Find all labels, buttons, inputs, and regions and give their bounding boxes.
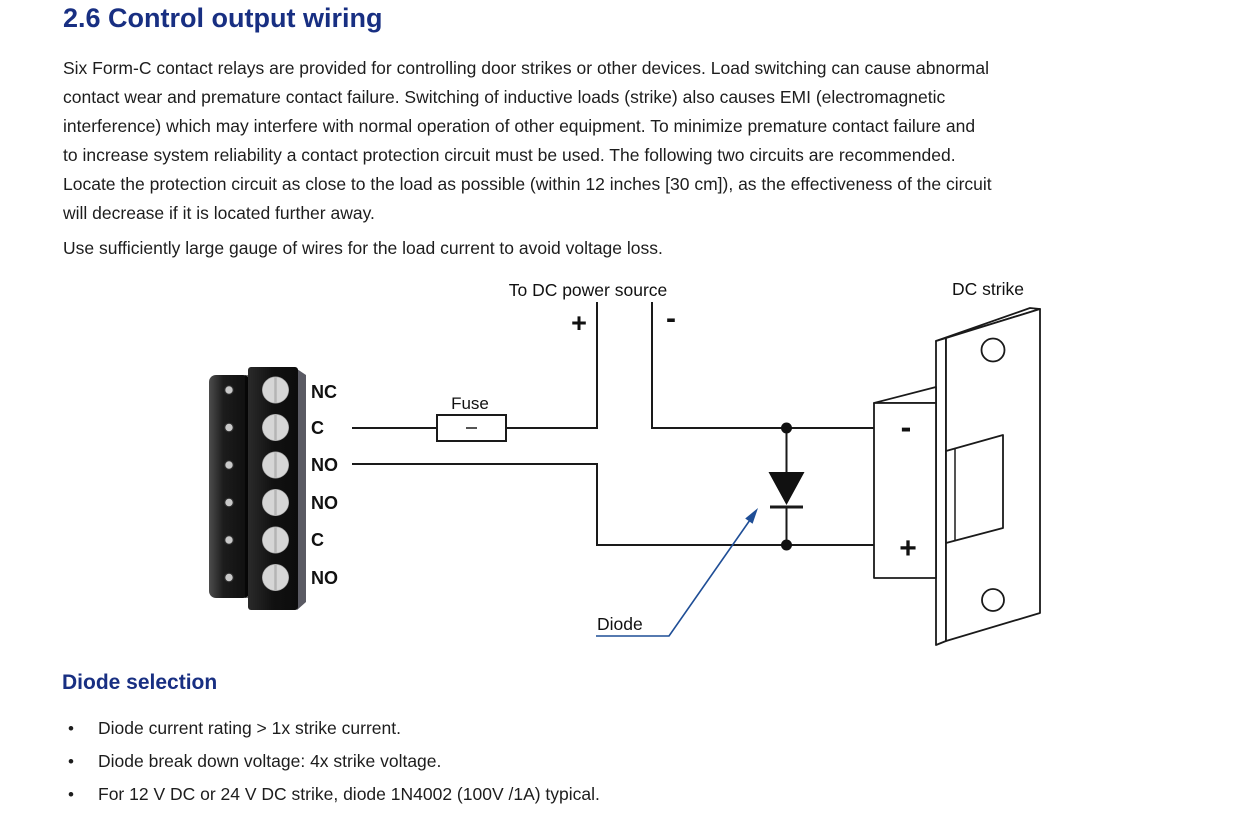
wire-entry-dot bbox=[224, 572, 234, 583]
fuse-label: Fuse bbox=[451, 394, 489, 413]
wire-entry-dot bbox=[224, 422, 234, 433]
terminal-label-c1: C bbox=[311, 418, 324, 438]
terminal-label-no2: NO bbox=[311, 493, 338, 513]
wire-gauge-note: Use sufficiently large gauge of wires fo… bbox=[63, 238, 663, 258]
diode-symbol bbox=[768, 422, 805, 551]
power-minus-symbol: - bbox=[666, 302, 676, 335]
wire-entry-dots bbox=[224, 385, 234, 583]
strike-screw-hole-top bbox=[980, 337, 1006, 363]
dc-strike: DC strike - + bbox=[873, 279, 1041, 646]
bullet-icon: • bbox=[68, 752, 74, 771]
wire-entry-dot bbox=[224, 460, 234, 470]
fuse: Fuse bbox=[436, 394, 507, 442]
strike-minus-symbol: - bbox=[901, 409, 912, 445]
wire-no-to-strike bbox=[352, 463, 878, 546]
diode-callout: Diode bbox=[596, 508, 758, 637]
list-item: • For 12 V DC or 24 V DC strike, diode 1… bbox=[63, 778, 1213, 811]
junction-dot-bottom bbox=[781, 539, 792, 551]
strike-plus-symbol: + bbox=[899, 532, 917, 565]
strike-plate-side bbox=[935, 337, 947, 646]
dc-strike-label: DC strike bbox=[952, 279, 1024, 299]
terminal-block: NC C NO NO C NO bbox=[209, 367, 338, 610]
power-plus-symbol: + bbox=[571, 308, 587, 338]
list-item-text: For 12 V DC or 24 V DC strike, diode 1N4… bbox=[98, 784, 600, 804]
intro-paragraph: Six Form-C contact relays are provided f… bbox=[63, 54, 1213, 228]
section-title: 2.6 Control output wiring bbox=[63, 3, 383, 33]
wire-minus-to-strike bbox=[651, 302, 878, 429]
terminal-block-side-face bbox=[297, 369, 306, 610]
intro-line: Locate the protection circuit as close t… bbox=[63, 174, 992, 194]
list-item-text: Diode current rating > 1x strike current… bbox=[98, 718, 401, 738]
dc-power-source: To DC power source + - bbox=[509, 280, 676, 338]
list-item: • Diode break down voltage: 4x strike vo… bbox=[63, 745, 1213, 778]
diode-selection-list: • Diode current rating > 1x strike curre… bbox=[63, 712, 1213, 811]
terminal-label-c2: C bbox=[311, 530, 324, 550]
wiring-diagram: Fuse To DC power source + - Diode DC str… bbox=[209, 279, 1041, 646]
intro-line: will decrease if it is located further a… bbox=[63, 203, 375, 223]
intro-line: to increase system reliability a contact… bbox=[63, 145, 956, 165]
diode-triangle bbox=[768, 472, 805, 505]
wires bbox=[352, 302, 878, 546]
terminal-block-back bbox=[209, 375, 250, 598]
diode-leader-line bbox=[596, 519, 751, 637]
terminal-label-no3: NO bbox=[311, 568, 338, 588]
terminal-labels: NC C NO NO C NO bbox=[311, 382, 338, 588]
strike-latch-cavity bbox=[945, 434, 1004, 544]
strike-body bbox=[873, 402, 937, 579]
terminal-block-gap bbox=[245, 375, 249, 598]
bullet-icon: • bbox=[68, 719, 74, 738]
intro-line: interference) which may interfere with n… bbox=[63, 116, 976, 136]
terminal-label-nc: NC bbox=[311, 382, 337, 402]
list-item: • Diode current rating > 1x strike curre… bbox=[63, 712, 1213, 745]
wire-entry-dot bbox=[224, 385, 234, 395]
diode-label: Diode bbox=[597, 614, 643, 634]
bullet-icon: • bbox=[68, 785, 74, 804]
intro-line: contact wear and premature contact failu… bbox=[63, 87, 946, 107]
wire-c-to-plus bbox=[352, 302, 598, 429]
diode-leader-arrowhead bbox=[745, 508, 758, 524]
intro-line: Six Form-C contact relays are provided f… bbox=[63, 58, 989, 78]
list-item-text: Diode break down voltage: 4x strike volt… bbox=[98, 751, 442, 771]
wire-entry-dot bbox=[224, 535, 234, 545]
power-source-label: To DC power source bbox=[509, 280, 668, 300]
junction-dot-top bbox=[781, 422, 792, 434]
terminal-label-no1: NO bbox=[311, 455, 338, 475]
subsection-title: Diode selection bbox=[62, 671, 218, 694]
strike-body-top-face bbox=[873, 386, 937, 404]
wire-entry-dot bbox=[224, 497, 234, 508]
strike-screw-hole-bottom bbox=[981, 588, 1005, 612]
